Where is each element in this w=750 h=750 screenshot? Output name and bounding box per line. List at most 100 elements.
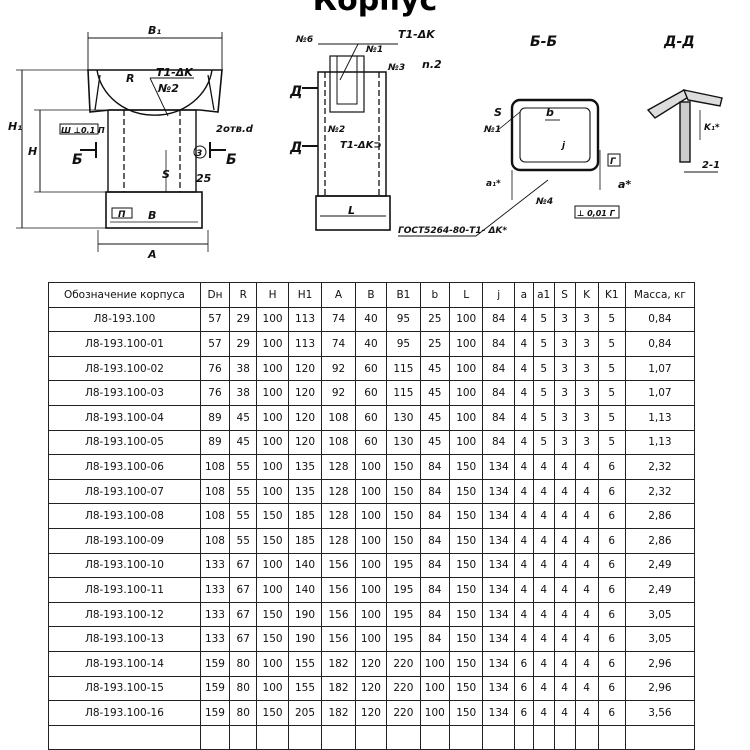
table-cell: 150 (256, 601, 289, 628)
section-d-note: 2-1 (702, 160, 720, 171)
table-cell: 2,86 (624, 527, 696, 554)
table-cell: 4 (513, 577, 534, 603)
table-cell: 3 (574, 404, 599, 431)
table-cell: 134 (482, 527, 515, 554)
dim-b1-label: B₁ (148, 24, 161, 37)
table-cell: 108 (199, 503, 231, 529)
table-cell: 185 (287, 527, 323, 554)
side-section-d-top: Д (289, 84, 302, 100)
table-cell: 1,13 (624, 404, 696, 431)
table-cell (624, 724, 696, 750)
table-cell: 140 (287, 577, 323, 603)
column-header: B (354, 282, 388, 308)
table-cell: 57 (199, 306, 231, 333)
technical-drawing: B₁ H₁ H B A R S 25 T1-ΔK №2 Ш ⊥0.1 П П Б… (8, 24, 723, 261)
table-cell: 60 (354, 380, 388, 406)
table-cell: 3 (574, 355, 599, 382)
table-cell: 100 (354, 454, 388, 480)
table-cell: 6 (513, 700, 534, 726)
table-cell: 100 (448, 404, 484, 431)
table-cell: 6 (597, 503, 626, 529)
table-cell: 150 (448, 552, 484, 579)
table-cell: 134 (482, 601, 515, 628)
section-b-s: S (494, 106, 502, 119)
table-cell: 3 (553, 404, 576, 431)
section-b-a1: a₁* (486, 179, 501, 189)
table-cell: 4 (513, 429, 534, 456)
front-base-frame-label: П (118, 210, 126, 220)
table-cell: 100 (354, 626, 388, 652)
table-cell: 6 (597, 478, 626, 505)
housing-designation-cell: Л8-193.100-09 (48, 527, 201, 554)
section-b-j: j (560, 141, 566, 151)
table-cell: 182 (321, 650, 356, 677)
table-cell: 108 (199, 527, 231, 554)
table-cell: 4 (513, 626, 534, 652)
table-cell: 150 (448, 700, 484, 726)
table-cell: 135 (287, 454, 323, 480)
table-cell: 115 (386, 355, 421, 382)
table-cell: 113 (287, 306, 323, 333)
table-cell: 100 (256, 306, 289, 333)
table-cell (199, 724, 231, 750)
section-d-k1: K₁* (704, 123, 720, 133)
table-cell: 100 (256, 552, 289, 579)
housing-designation-cell: Л8-193.100-01 (48, 331, 201, 357)
column-header: R (229, 282, 258, 308)
table-cell: 182 (321, 700, 356, 726)
table-cell: 4 (574, 601, 599, 628)
table-cell: 4 (532, 700, 555, 726)
table-cell (256, 724, 289, 750)
table-cell: 134 (482, 454, 515, 480)
table-cell: 40 (354, 331, 388, 357)
table-cell: 4 (574, 675, 599, 702)
table-cell: 100 (354, 527, 388, 554)
table-cell: 80 (229, 700, 258, 726)
table-cell: 150 (256, 700, 289, 726)
table-cell: 76 (199, 380, 231, 406)
table-cell: 120 (354, 650, 388, 677)
table-cell: 3 (553, 355, 576, 382)
table-cell: 4 (513, 331, 534, 357)
table-cell: 40 (354, 306, 388, 333)
table-cell: 156 (321, 601, 356, 628)
table-cell: 5 (532, 404, 555, 431)
table-cell: 4 (513, 503, 534, 529)
table-cell: 4 (532, 552, 555, 579)
table-cell: 135 (287, 478, 323, 505)
section-b-part1: №1 (483, 125, 501, 135)
table-cell: 120 (287, 404, 323, 431)
column-header: A (321, 282, 356, 308)
table-cell: 108 (199, 454, 231, 480)
table-cell: 195 (386, 577, 421, 603)
table-cell: 6 (597, 700, 626, 726)
table-cell: 156 (321, 577, 356, 603)
table-cell: 4 (513, 601, 534, 628)
table-cell: 3,05 (624, 601, 696, 628)
table-cell: 3 (553, 331, 576, 357)
table-cell: 67 (229, 626, 258, 652)
table-cell: 150 (256, 626, 289, 652)
table-cell: 3 (553, 429, 576, 456)
table-cell: 4 (574, 626, 599, 652)
table-cell: 133 (199, 601, 231, 628)
dim-b-label: B (148, 209, 156, 222)
table-cell (354, 724, 388, 750)
table-cell: 4 (553, 503, 576, 529)
table-cell: 4 (513, 478, 534, 505)
table-cell: 6 (597, 552, 626, 579)
table-cell: 45 (419, 380, 450, 406)
section-b-datum: Г (610, 157, 617, 167)
table-cell: 57 (199, 331, 231, 357)
table-cell: 120 (354, 675, 388, 702)
table-cell (574, 724, 599, 750)
side-n2-label: n.2 (422, 58, 442, 71)
table-cell: 120 (354, 700, 388, 726)
table-cell: 5 (532, 306, 555, 333)
table-cell: 74 (321, 306, 356, 333)
table-cell: 55 (229, 527, 258, 554)
